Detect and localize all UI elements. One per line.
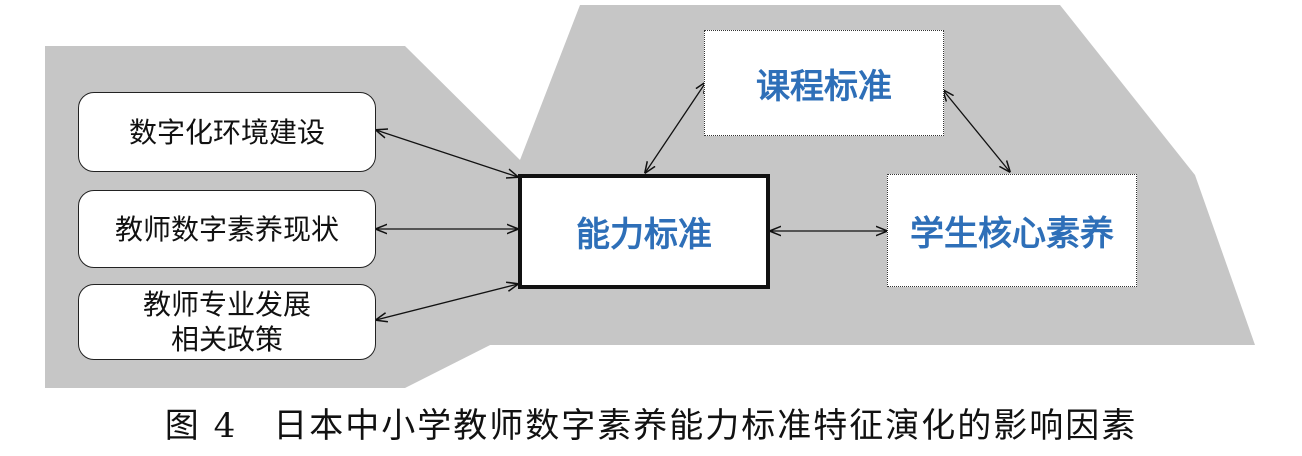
- label-student-core-competencies: 学生核心素养: [910, 214, 1114, 254]
- box-competency-standard: 能力标准: [518, 174, 770, 289]
- label-policy-line2: 相关政策: [170, 323, 283, 356]
- figure-caption: 图 4 日本中小学教师数字素养能力标准特征演化的影响因素: [164, 406, 1138, 446]
- arrow-center-to-curriculum: [645, 82, 706, 173]
- box-student-core-competencies: 学生核心素养: [887, 174, 1137, 287]
- arrow-policy-to-center: [376, 284, 518, 320]
- box-curriculum-standard: 课程标准: [704, 30, 944, 136]
- arrow-digital-env-to-center: [376, 130, 518, 177]
- box-digital-environment: 数字化环境建设: [78, 92, 376, 172]
- label-competency-standard: 能力标准: [576, 215, 712, 255]
- label-teacher-digital-literacy: 教师数字素养现状: [114, 212, 339, 246]
- arrow-curriculum-to-student: [943, 90, 1010, 172]
- box-teacher-digital-literacy: 教师数字素养现状: [78, 190, 376, 268]
- label-policy-line1: 教师专业发展: [142, 288, 311, 321]
- label-digital-environment: 数字化环境建设: [128, 115, 325, 149]
- label-curriculum-standard: 课程标准: [756, 66, 892, 107]
- box-professional-development-policy: 教师专业发展 相关政策: [78, 284, 376, 360]
